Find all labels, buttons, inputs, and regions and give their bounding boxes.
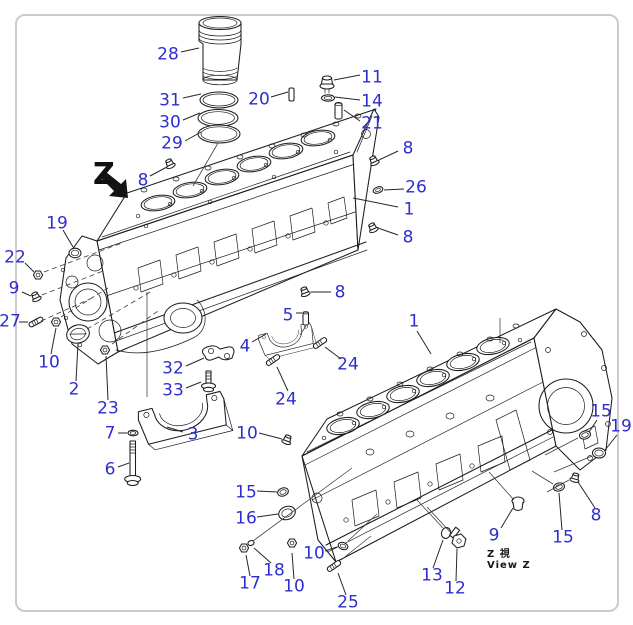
callout-3: 3 xyxy=(187,424,199,445)
liner-ring-drawings xyxy=(197,91,241,144)
plug-9-right-drawing xyxy=(511,496,525,512)
pin-27-drawing xyxy=(27,315,45,329)
bolt-11-drawing xyxy=(319,75,335,94)
page-border-frame xyxy=(15,14,619,612)
callout-32: 32 xyxy=(162,358,184,379)
callout-22: 22 xyxy=(4,247,26,268)
callout-9-a: 9 xyxy=(8,278,20,299)
callout-15-a: 15 xyxy=(235,482,257,503)
bolt-33-drawing xyxy=(200,370,217,393)
callout-26: 26 xyxy=(405,177,427,198)
plug-15-left-drawing xyxy=(277,487,289,497)
callout-19-b: 19 xyxy=(610,416,632,437)
callout-18: 18 xyxy=(263,560,285,581)
pin-5-drawing xyxy=(302,311,310,326)
callout-24-a: 24 xyxy=(275,389,297,410)
callout-4: 4 xyxy=(239,336,251,357)
callout-24-b: 24 xyxy=(337,354,359,375)
view-z-caption-line2: View Z xyxy=(487,560,531,571)
ring-19-right-drawing xyxy=(591,447,607,459)
view-z-caption: Z 視 View Z xyxy=(487,549,531,571)
bolt-12-drawing xyxy=(449,526,467,549)
washer-14-drawing xyxy=(320,94,336,102)
callout-30: 30 xyxy=(159,112,181,133)
callout-27: 27 xyxy=(0,311,21,332)
callout-28: 28 xyxy=(157,44,179,65)
plug-10-drawing xyxy=(337,541,349,551)
callout-23: 23 xyxy=(97,398,119,419)
callout-19-a: 19 xyxy=(46,213,68,234)
callout-11: 11 xyxy=(361,67,383,88)
oring-13-drawing xyxy=(440,527,452,539)
callout-20: 20 xyxy=(248,89,270,110)
callout-1-a: 1 xyxy=(403,199,415,220)
callout-25: 25 xyxy=(337,592,359,613)
callout-16: 16 xyxy=(235,508,257,529)
washer-7-drawing xyxy=(127,429,139,437)
callout-9-b: 9 xyxy=(488,525,500,546)
callout-1-b: 1 xyxy=(408,311,420,332)
pin-20-drawing xyxy=(288,87,295,102)
callout-13: 13 xyxy=(421,565,443,586)
cup-plug-2-drawing xyxy=(66,324,90,344)
callout-2: 2 xyxy=(68,379,80,400)
callout-6: 6 xyxy=(104,459,116,480)
assembly-axis-lines xyxy=(40,142,593,561)
cup-plug-19-drawing xyxy=(68,247,82,259)
view-z-arrow-icon xyxy=(101,172,128,198)
callout-8-b: 8 xyxy=(402,138,414,159)
pin-25-drawing xyxy=(325,559,343,573)
callout-10-a: 10 xyxy=(38,352,60,373)
callout-10-b: 10 xyxy=(236,423,258,444)
callout-12: 12 xyxy=(444,578,466,599)
cylinder-liner-drawing xyxy=(198,15,242,86)
callout-8-a: 8 xyxy=(137,170,149,191)
callout-8-d: 8 xyxy=(334,282,346,303)
callout-5: 5 xyxy=(282,305,294,326)
oring-18-drawing xyxy=(247,539,255,547)
callout-8-c: 8 xyxy=(402,227,414,248)
callout-7: 7 xyxy=(104,423,116,444)
callout-21: 21 xyxy=(361,113,383,134)
view-z-marker: Z xyxy=(93,157,115,192)
callout-29: 29 xyxy=(161,133,183,154)
pin-21-drawing xyxy=(334,102,343,120)
callout-10-d: 10 xyxy=(283,576,305,597)
plug-26-drawing xyxy=(372,186,384,194)
cup-plug-16-drawing xyxy=(278,505,296,521)
callout-15-c: 15 xyxy=(590,401,612,422)
callout-15-b: 15 xyxy=(552,527,574,548)
callout-17: 17 xyxy=(239,573,261,594)
view-z-caption-line1: Z 視 xyxy=(487,549,511,560)
bracket-3-drawing xyxy=(135,390,234,453)
callout-8-e: 8 xyxy=(590,505,602,526)
callout-14: 14 xyxy=(361,91,383,112)
callout-10-c: 10 xyxy=(303,543,325,564)
cylinder-block-upper-drawing xyxy=(59,108,380,365)
callout-leader-lines xyxy=(19,47,618,596)
bracket-32-drawing xyxy=(201,345,235,361)
callout-33: 33 xyxy=(162,380,184,401)
bracket-4-drawing xyxy=(257,321,318,361)
callout-31: 31 xyxy=(159,90,181,111)
bolt-6-drawing xyxy=(124,440,142,487)
cylinder-block-lower-drawing xyxy=(301,308,613,563)
